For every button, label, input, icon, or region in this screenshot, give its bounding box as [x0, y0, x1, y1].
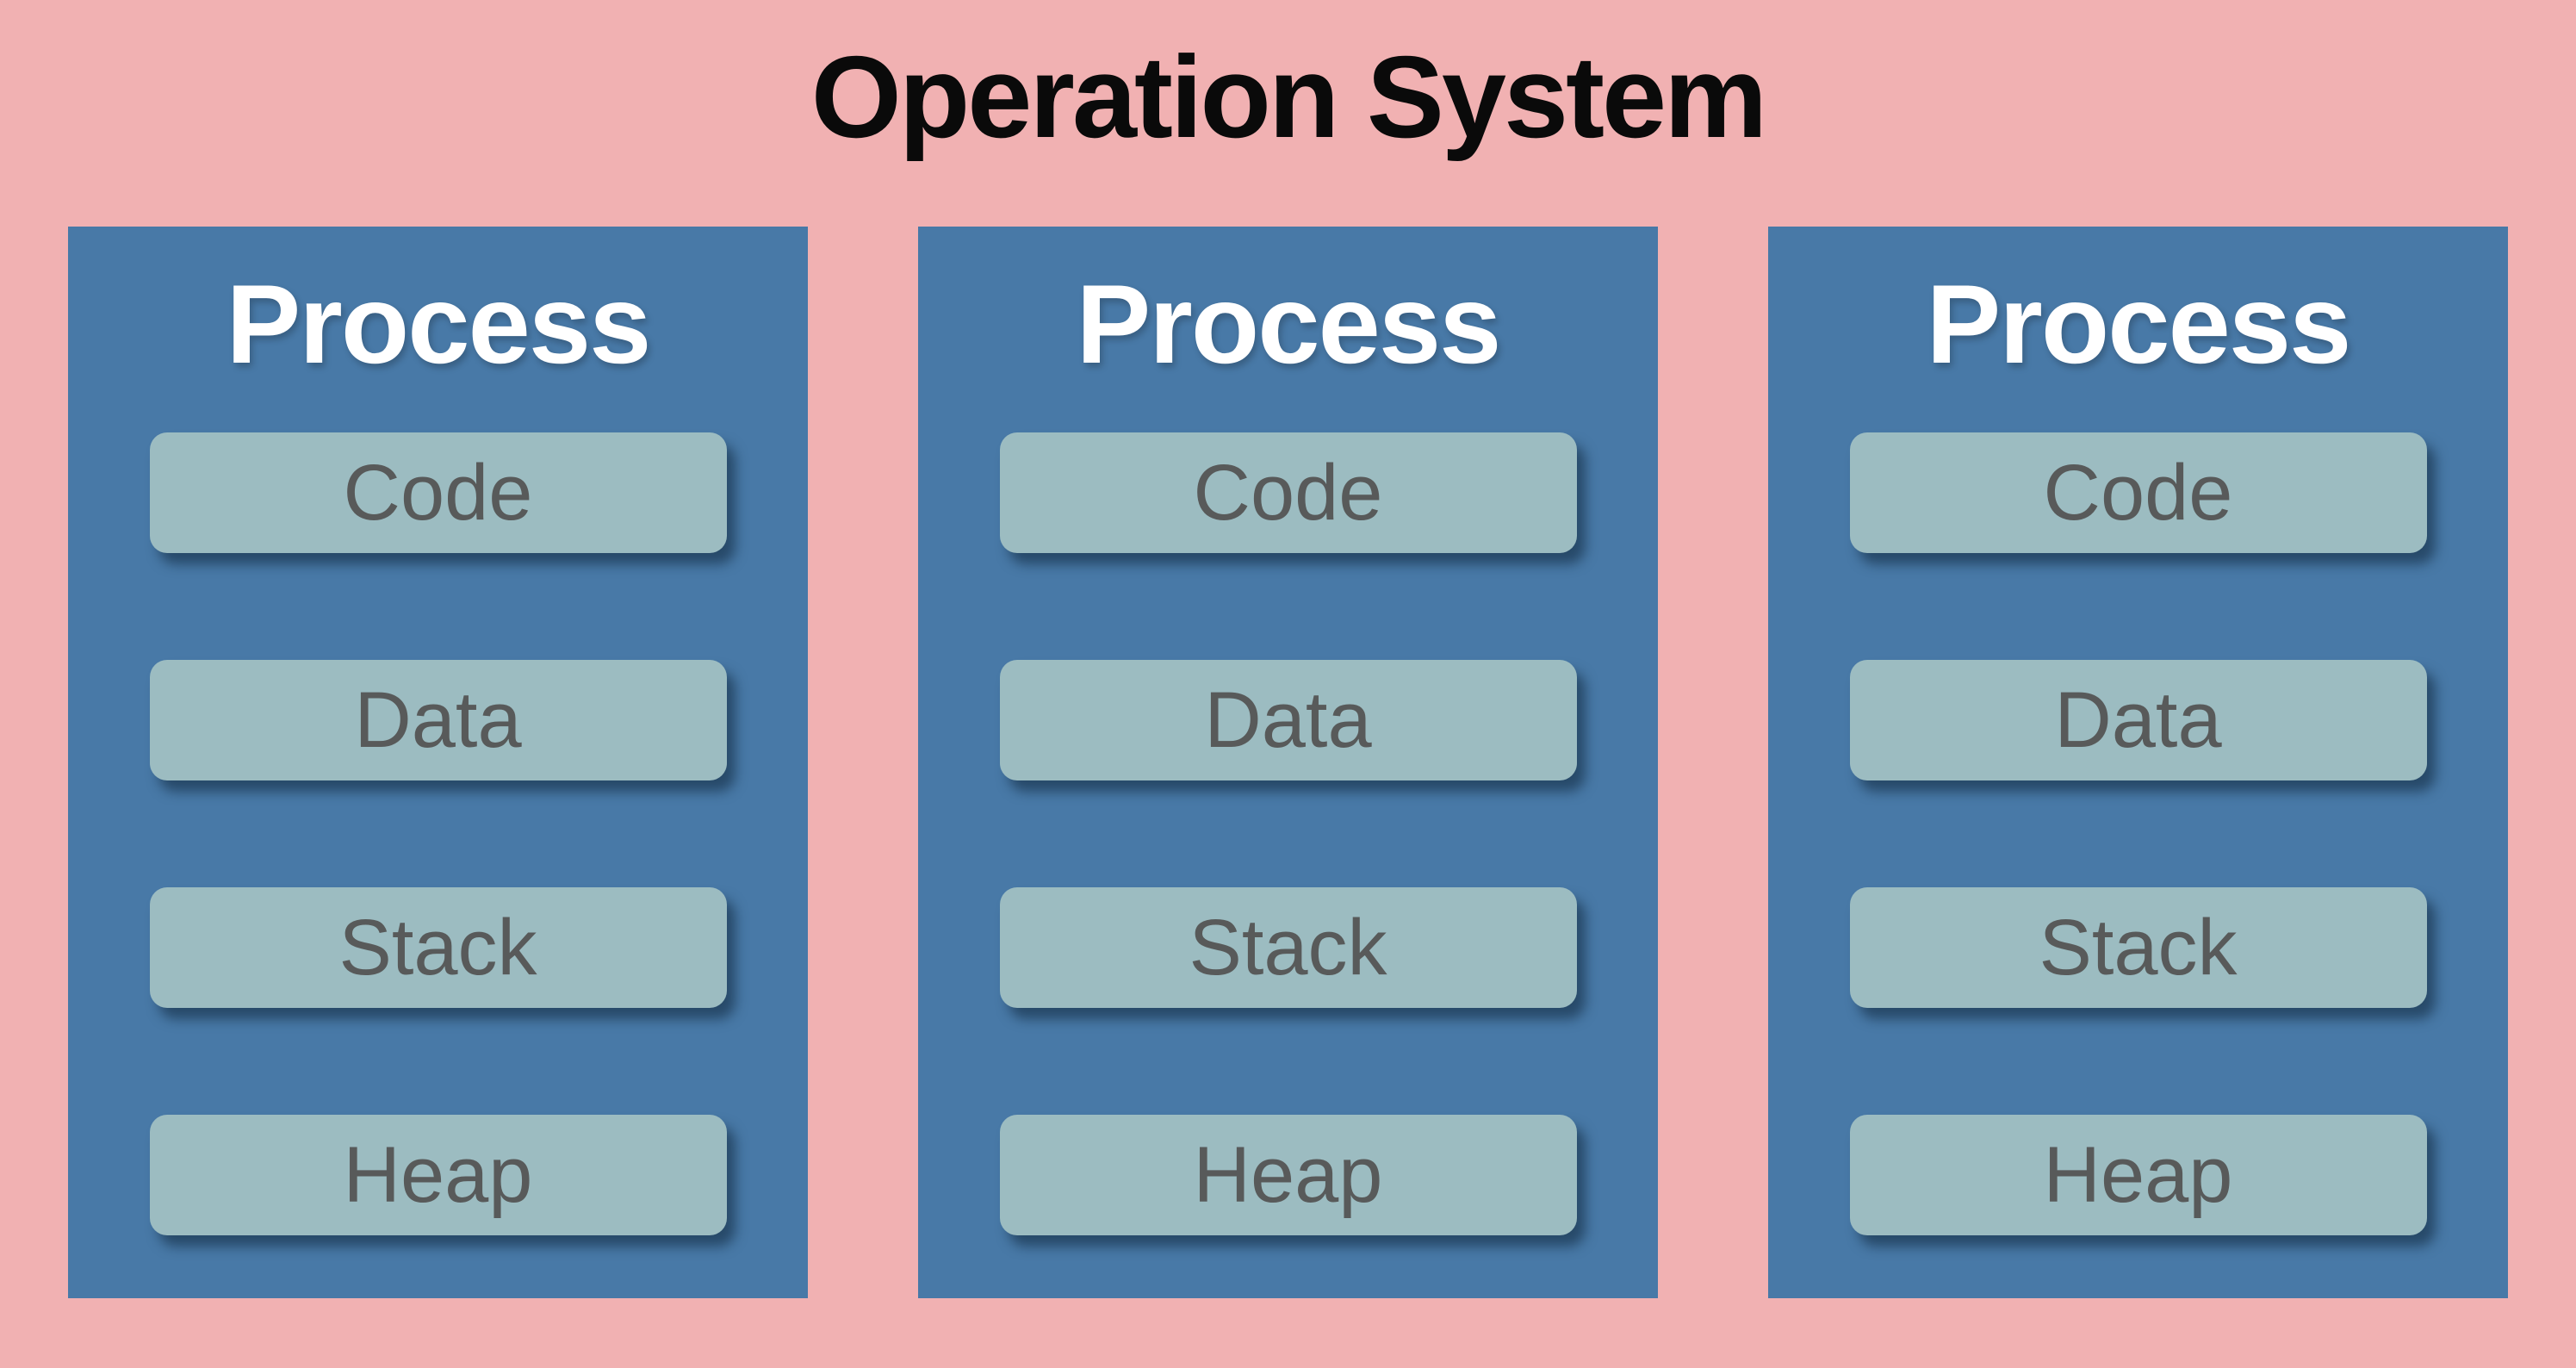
process-title: Process: [1926, 261, 2352, 387]
memory-block-code: Code: [149, 432, 727, 553]
memory-block-code: Code: [999, 432, 1577, 553]
memory-block-code: Code: [1849, 432, 2427, 553]
process-card: Process Code Data Stack Heap: [68, 227, 808, 1298]
process-card: Process Code Data Stack Heap: [1768, 227, 2508, 1298]
memory-block-data: Data: [149, 660, 727, 780]
process-title: Process: [226, 261, 652, 387]
memory-block-stack: Code Data Stack Heap: [999, 432, 1577, 1235]
memory-block-stack: Code Data Stack Heap: [149, 432, 727, 1235]
process-row: Process Code Data Stack Heap Process Cod…: [68, 227, 2508, 1298]
page-title: Operation System: [810, 32, 1767, 162]
memory-block-stack-segment: Stack: [149, 887, 727, 1008]
memory-block-heap: Heap: [1849, 1115, 2427, 1235]
memory-block-stack-segment: Stack: [1849, 887, 2427, 1008]
memory-block-data: Data: [999, 660, 1577, 780]
memory-block-heap: Heap: [999, 1115, 1577, 1235]
memory-block-data: Data: [1849, 660, 2427, 780]
process-title: Process: [1076, 261, 1502, 387]
memory-block-heap: Heap: [149, 1115, 727, 1235]
process-card: Process Code Data Stack Heap: [918, 227, 1658, 1298]
memory-block-stack-segment: Stack: [999, 887, 1577, 1008]
memory-block-stack: Code Data Stack Heap: [1849, 432, 2427, 1235]
